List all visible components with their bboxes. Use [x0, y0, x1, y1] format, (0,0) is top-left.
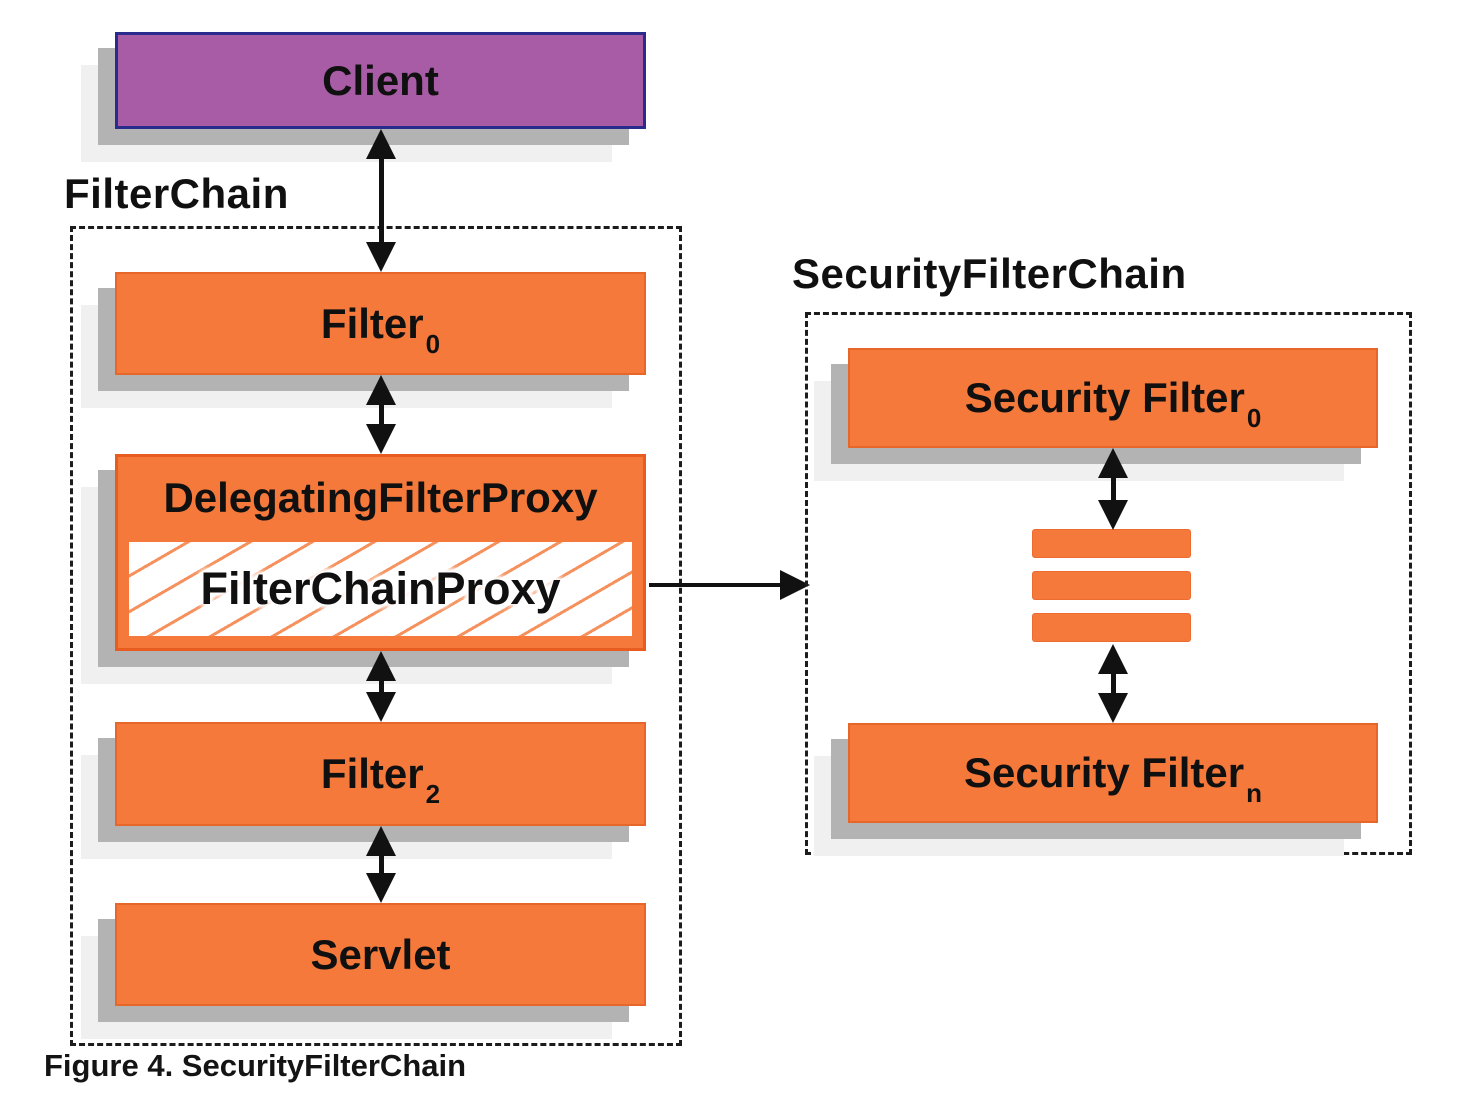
arrow-shaft: [649, 583, 788, 587]
filter0-subscript: 0: [425, 328, 441, 359]
filter-chain-proxy-label: FilterChainProxy: [200, 563, 561, 614]
security-filter-chain-group: [805, 312, 1412, 855]
arrow-shaft: [379, 393, 384, 436]
filter-chain-proxy-box: FilterChainProxy: [126, 539, 635, 639]
arrowhead-down-icon: [366, 873, 396, 903]
servlet-box: Servlet: [115, 903, 646, 1006]
security-filter-stack-bar-1: [1032, 529, 1191, 558]
arrow-shaft: [1111, 662, 1116, 705]
arrowhead-down-icon: [366, 424, 396, 454]
arrow-securityfilter0-stack: [1098, 448, 1128, 530]
arrowhead-down-icon: [366, 242, 396, 272]
arrow-stack-securityfiltern: [1098, 644, 1128, 723]
security-filter-stack-bar-3: [1032, 613, 1191, 642]
arrow-shaft: [379, 147, 384, 254]
arrowhead-down-icon: [1098, 693, 1128, 723]
arrowhead-down-icon: [366, 692, 396, 722]
security-filtern-subscript: n: [1246, 778, 1262, 808]
figure-caption: Figure 4. SecurityFilterChain: [44, 1048, 467, 1083]
arrowhead-down-icon: [1098, 500, 1128, 530]
arrow-filter2-servlet: [366, 826, 396, 903]
security-filter0-box: Security Filter0: [848, 348, 1378, 448]
filter2-box: Filter2: [115, 722, 646, 826]
arrow-client-filter0: [366, 129, 396, 272]
arrow-filterchainproxy-filter2: [366, 651, 396, 722]
delegating-filter-proxy-label: DelegatingFilterProxy: [163, 474, 598, 521]
arrow-shaft: [379, 669, 384, 704]
client-box: Client: [115, 32, 646, 129]
filter2-label: Filter2: [320, 750, 441, 809]
arrow-filter0-delegatingfilterproxy: [366, 375, 396, 454]
delegating-filter-proxy-box: DelegatingFilterProxy FilterChainProxy: [115, 454, 646, 651]
client-label: Client: [322, 56, 439, 104]
security-filter0-label: Security Filter0: [964, 374, 1262, 433]
filter-chain-group: [70, 226, 682, 1046]
security-filter-chain-label: SecurityFilterChain: [792, 250, 1187, 297]
security-filter-stack-bar-2: [1032, 571, 1191, 600]
arrow-shaft: [1111, 466, 1116, 512]
filter-chain-label: FilterChain: [64, 170, 289, 217]
filter0-label: Filter0: [320, 299, 441, 359]
security-filtern-box: Security Filtern: [848, 723, 1378, 823]
arrow-filterchainproxy-securityfilterchain: [649, 570, 810, 600]
servlet-label: Servlet: [310, 930, 451, 978]
security-filter0-subscript: 0: [1246, 403, 1262, 433]
filter2-subscript: 2: [425, 779, 441, 809]
security-filtern-label: Security Filtern: [964, 749, 1262, 808]
filter0-box: Filter0: [115, 272, 646, 375]
arrow-shaft: [379, 844, 384, 885]
